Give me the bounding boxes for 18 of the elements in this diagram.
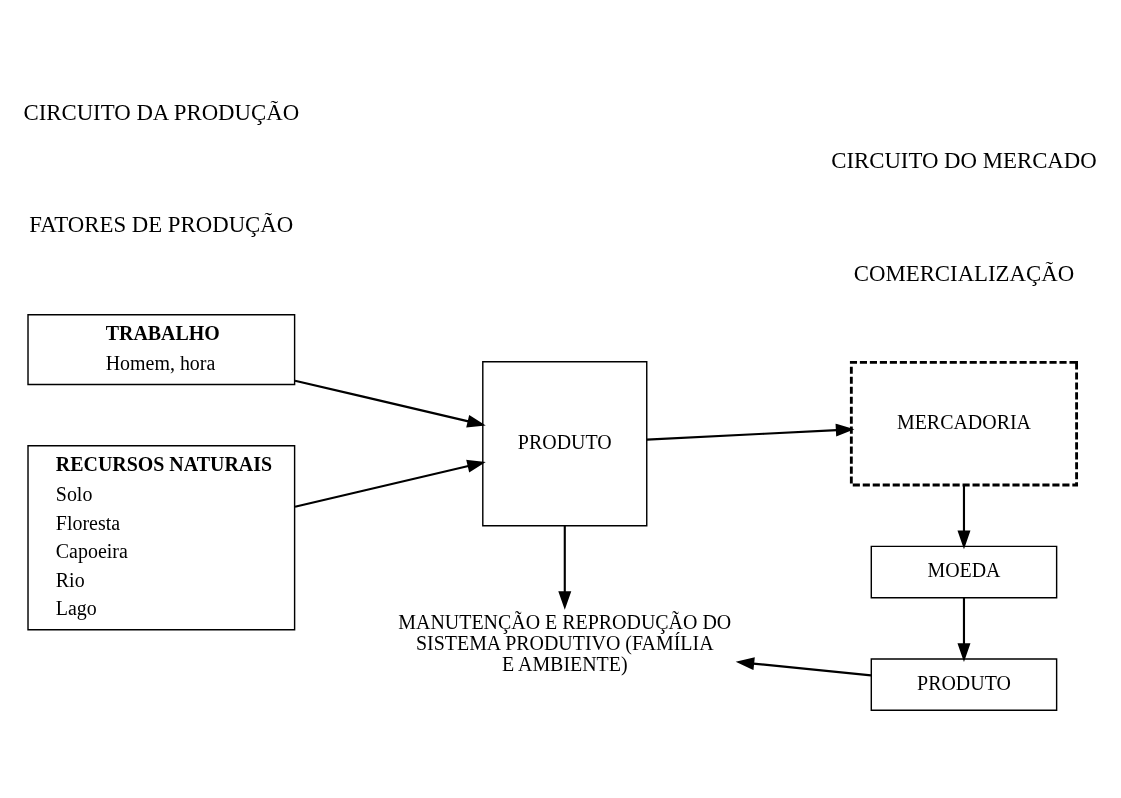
arrow xyxy=(558,525,572,610)
arrow xyxy=(646,423,855,441)
node-box: MERCADORIA xyxy=(849,360,1078,486)
arrow xyxy=(294,459,486,508)
node-text: MANUTENÇÃO E REPRODUÇÃO DO SISTEMA PRODUTIVO (FAMÍLIA E AMBIENTE) xyxy=(398,610,732,675)
node-box: PRODUTO xyxy=(482,360,648,526)
node-box: PRODUTO xyxy=(870,657,1058,711)
arrow xyxy=(957,484,971,549)
label: CIRCUITO DA PRODUÇÃO xyxy=(23,99,300,125)
node-box: MOEDA xyxy=(870,545,1058,598)
label: CIRCUITO DO MERCADO xyxy=(831,147,1097,173)
node-box: TRABALHO Homem, hora xyxy=(27,313,296,385)
node-box: RECURSOS NATURAIS Solo Floresta Capoeira Rio Lago xyxy=(27,444,296,630)
label: FATORES DE PRODUÇÃO xyxy=(29,211,294,237)
label: COMERCIALIZAÇÃO xyxy=(853,260,1075,286)
arrow xyxy=(735,656,872,676)
arrow xyxy=(294,379,486,428)
arrow xyxy=(957,597,971,662)
